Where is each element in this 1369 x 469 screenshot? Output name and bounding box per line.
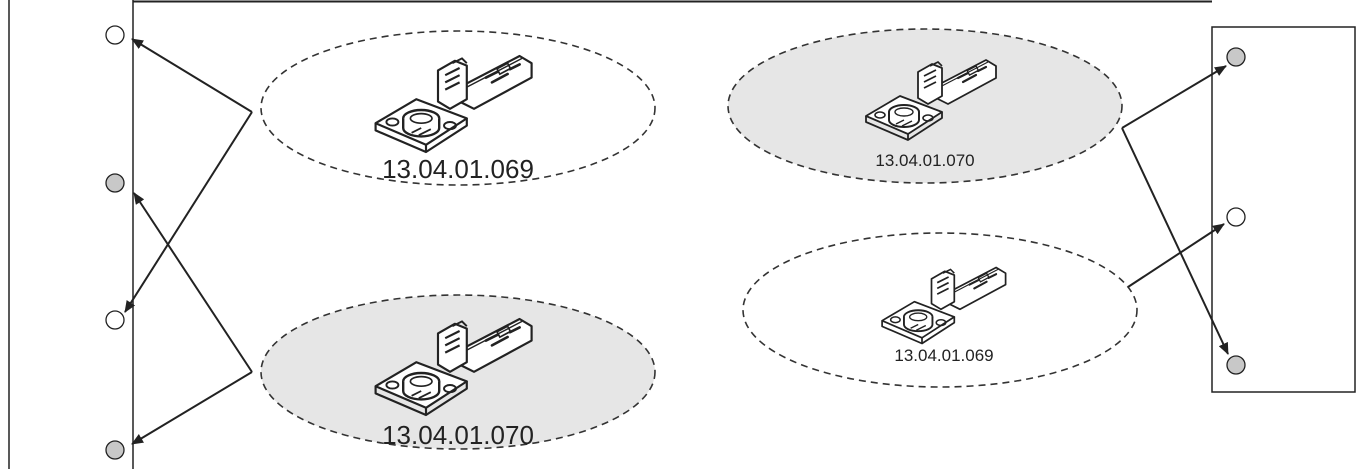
hinge-label-top-left: 13.04.01.069 bbox=[382, 154, 534, 184]
hinge-group-bottom-right bbox=[742, 232, 1138, 388]
arrow-top-left-to-hole-1 bbox=[131, 38, 253, 113]
arrow-bottom-right-to-hole-2 bbox=[1127, 223, 1225, 288]
arrows bbox=[124, 38, 1229, 445]
left-hole-4-filled bbox=[105, 440, 125, 460]
right-hole-1-filled bbox=[1226, 47, 1246, 67]
arrow-top-right-to-hole-3 bbox=[1121, 127, 1229, 355]
hinge-group-top-left bbox=[260, 30, 656, 186]
hinge-label-bottom-right: 13.04.01.069 bbox=[894, 346, 993, 365]
hinge-label-bottom-left: 13.04.01.070 bbox=[382, 420, 534, 450]
arrow-bottom-left-to-hole-4 bbox=[131, 371, 253, 445]
left-hole-1-empty bbox=[105, 25, 125, 45]
hinge-label-top-right: 13.04.01.070 bbox=[875, 151, 974, 170]
left-hole-3-empty bbox=[105, 310, 125, 330]
right-cabinet-side-panel bbox=[1211, 26, 1356, 393]
right-hole-3-filled bbox=[1226, 355, 1246, 375]
right-hole-2-empty bbox=[1226, 207, 1246, 227]
left-cabinet-side-panel bbox=[8, 0, 134, 469]
left-hole-2-filled bbox=[105, 173, 125, 193]
arrow-top-left-to-hole-3 bbox=[124, 111, 253, 313]
arrow-top-right-to-hole-1 bbox=[1121, 65, 1227, 129]
hinge-group-bottom-left bbox=[260, 294, 656, 450]
arrow-bottom-left-to-hole-2 bbox=[133, 192, 253, 373]
